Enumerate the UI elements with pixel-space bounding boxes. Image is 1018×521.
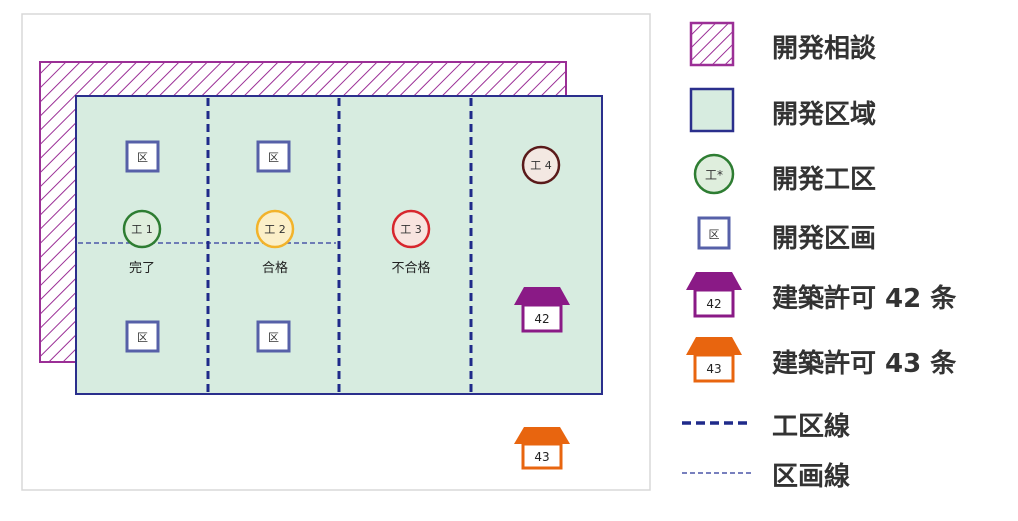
section-marker-3: 工 3	[391, 209, 431, 249]
area-icon	[689, 87, 735, 133]
legend-label: 開発区画	[772, 224, 877, 254]
thick-dashed-line-icon	[682, 421, 752, 425]
legend-consultation: 開発相談	[680, 20, 1010, 70]
legend-development-section: 工* 開発工区	[680, 151, 1010, 201]
legend-permit42: 42 建築許可 42 条	[680, 270, 1010, 320]
section-circle-icon: 工*	[693, 153, 735, 195]
svg-text:工 1: 工 1	[131, 223, 153, 236]
lot-marker: 区	[125, 320, 160, 353]
lot-marker: 区	[125, 140, 160, 173]
legend-label: 開発工区	[772, 165, 877, 195]
legend-label: 区画線	[772, 462, 851, 492]
svg-text:工 3: 工 3	[400, 223, 422, 236]
legend-label: 建築許可 42 条	[772, 284, 957, 314]
thin-dashed-line-icon	[682, 472, 752, 474]
legend-label: 開発区域	[772, 100, 877, 130]
lot-marker: 区	[256, 140, 291, 173]
svg-text:工*: 工*	[705, 168, 723, 182]
svg-text:区: 区	[137, 151, 148, 164]
svg-text:区: 区	[268, 151, 279, 164]
section-marker-4: 工 4	[521, 145, 561, 185]
section-marker-2: 工 2	[255, 209, 295, 249]
legend-permit43: 43 建築許可 43 条	[680, 335, 1010, 385]
svg-text:43: 43	[706, 362, 721, 376]
legend-label: 建築許可 43 条	[772, 349, 957, 379]
legend-label: 工区線	[772, 412, 851, 442]
svg-text:区: 区	[137, 331, 148, 344]
svg-text:区: 区	[268, 331, 279, 344]
svg-text:42: 42	[706, 297, 721, 311]
permit42-house-icon: 42	[514, 287, 570, 333]
section-marker-1: 工 1	[122, 209, 162, 249]
section-status-1: 完了	[129, 261, 155, 276]
lot-square-icon: 区	[697, 216, 731, 250]
lot-marker: 区	[256, 320, 291, 353]
svg-text:工 2: 工 2	[264, 223, 286, 236]
section-status-3: 不合格	[391, 260, 430, 276]
legend-lot-line: 区画線	[680, 448, 1010, 498]
legend-section-line: 工区線	[680, 398, 1010, 448]
svg-text:43: 43	[534, 450, 549, 464]
section-status-2: 合格	[262, 260, 288, 276]
legend-development-area: 開発区域	[680, 86, 1010, 136]
house-42-icon: 42	[686, 272, 742, 318]
legend-label: 開発相談	[772, 34, 877, 64]
svg-text:42: 42	[534, 312, 549, 326]
house-43-icon: 43	[686, 337, 742, 383]
legend-development-lot: 区 開発区画	[680, 210, 1010, 260]
svg-text:工 4: 工 4	[530, 159, 552, 172]
legend: 開発相談 開発区域 工* 開発工区 区 開発区画 42 建築許可 42 条	[680, 0, 1018, 521]
permit43-house-icon: 43	[514, 427, 570, 470]
hatched-area-icon	[689, 21, 735, 67]
development-map: 区 区 区 区 工 1 完了 工 2 合格 工 3 不合格 工 4 42	[21, 13, 651, 491]
svg-text:区: 区	[709, 228, 720, 241]
